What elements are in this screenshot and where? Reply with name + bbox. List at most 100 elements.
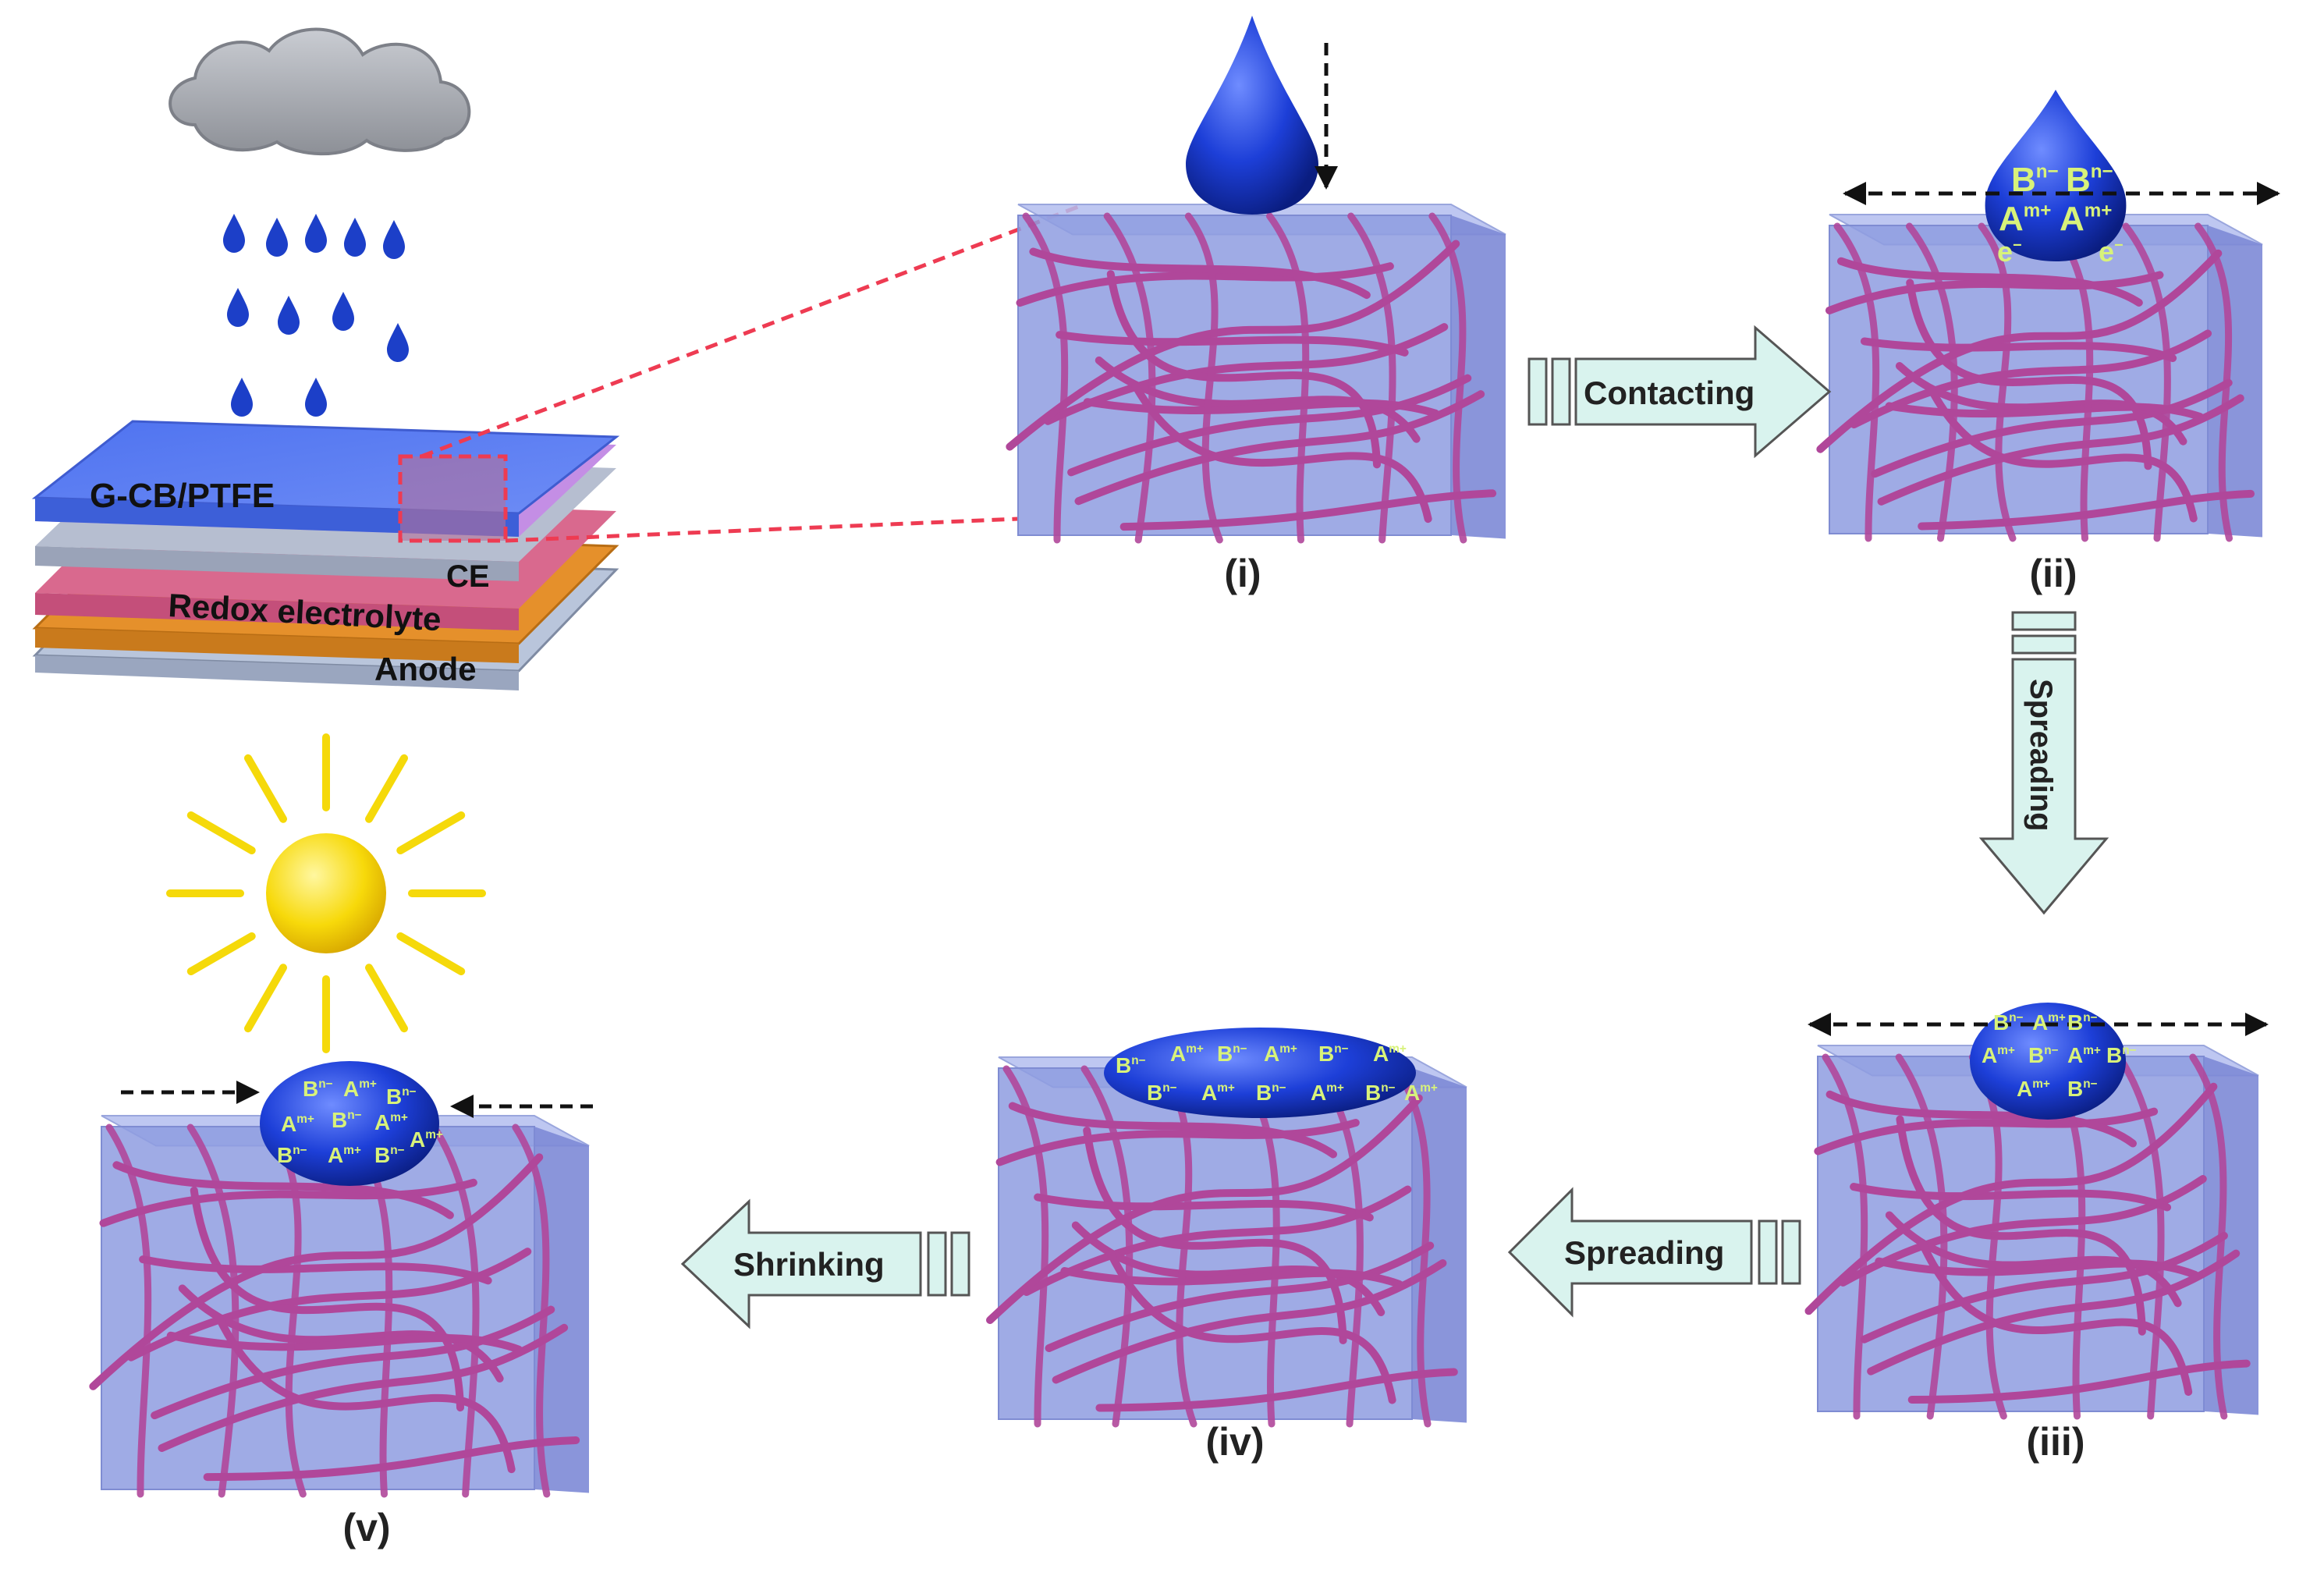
spreading-down-arrow bbox=[1978, 611, 2109, 915]
fiber bbox=[1266, 212, 1310, 544]
fiber bbox=[1895, 1053, 1948, 1420]
raindrop-icon bbox=[223, 214, 245, 253]
fiber bbox=[139, 1255, 492, 1285]
raindrop-icon bbox=[332, 292, 354, 331]
step-label-v: (v) bbox=[342, 1506, 390, 1549]
raindrop-icon bbox=[305, 378, 327, 417]
block-v bbox=[89, 1115, 590, 1498]
ion-label: Bn− bbox=[332, 1108, 362, 1132]
fiber bbox=[2189, 1053, 2228, 1420]
fiber bbox=[1428, 212, 1467, 544]
fiber bbox=[1907, 1359, 2251, 1404]
ion-label: Bn− bbox=[2028, 1043, 2059, 1067]
spreading-left-arrow bbox=[1507, 1187, 1801, 1318]
fiber bbox=[1833, 222, 1880, 542]
contacting-arrow bbox=[1527, 325, 1832, 459]
step-label-ii: (ii) bbox=[2029, 552, 2077, 595]
ion-label: Am+ bbox=[2060, 200, 2112, 238]
raindrop-icon bbox=[266, 218, 288, 257]
fiber bbox=[203, 1436, 580, 1482]
fiber bbox=[2122, 222, 2171, 542]
fiber bbox=[1885, 1211, 2182, 1308]
cloud bbox=[169, 27, 471, 156]
raindrops bbox=[223, 214, 409, 417]
fiber bbox=[1347, 212, 1396, 544]
fiber bbox=[1850, 1183, 2172, 1212]
fiber bbox=[1860, 337, 2177, 363]
fiber bbox=[1918, 489, 2255, 531]
fiber bbox=[1184, 212, 1223, 544]
sun-ray bbox=[186, 811, 256, 854]
fiber bbox=[1978, 222, 2017, 542]
shrinking-droplet-v bbox=[260, 1061, 439, 1186]
ion-label: Bn− bbox=[1993, 1010, 2024, 1035]
block-ii bbox=[1816, 214, 2263, 542]
step-label-iv: (iv) bbox=[1206, 1420, 1265, 1464]
spread-droplet-iv bbox=[1104, 1028, 1416, 1118]
device-stack bbox=[31, 420, 620, 690]
fiber bbox=[1103, 212, 1156, 544]
fiber bbox=[1056, 331, 1409, 357]
fiber bbox=[1867, 1249, 2241, 1376]
fiber bbox=[1074, 390, 1485, 506]
step-label-iii: (iii) bbox=[2027, 1420, 2085, 1464]
layer-ce-label: CE bbox=[446, 559, 490, 594]
fiber bbox=[1895, 362, 2187, 445]
fiber bbox=[215, 1313, 516, 1474]
fiber bbox=[1836, 257, 2143, 307]
contacting-droplet-ii bbox=[1985, 90, 2127, 261]
raindrop-icon bbox=[227, 288, 249, 327]
fiber bbox=[995, 1119, 1360, 1166]
fiber bbox=[1095, 1368, 1458, 1412]
spreading-left-label: Spreading bbox=[1564, 1234, 1724, 1271]
fiber bbox=[2116, 1053, 2165, 1420]
fiber bbox=[158, 1323, 569, 1452]
spreading-down-label: Spreading bbox=[2024, 679, 2058, 832]
fiber bbox=[1071, 1221, 1386, 1316]
step-label-i: (i) bbox=[1224, 552, 1261, 595]
fiber bbox=[1002, 1065, 1049, 1428]
sun-ray bbox=[396, 811, 466, 854]
zoom-line-bottom bbox=[505, 516, 1019, 543]
block-i bbox=[1006, 204, 1506, 544]
fiber bbox=[1008, 1102, 1337, 1159]
contacting-label: Contacting bbox=[1584, 375, 1755, 411]
raindrop-icon bbox=[344, 218, 366, 257]
block-iv bbox=[986, 1056, 1467, 1428]
fiber bbox=[2194, 222, 2233, 542]
fiber bbox=[186, 1124, 239, 1498]
raindrop-icon bbox=[305, 214, 327, 253]
ion-label: Bn− bbox=[1256, 1081, 1286, 1105]
shrinking-label: Shrinking bbox=[733, 1246, 885, 1283]
fiber bbox=[1095, 356, 1421, 443]
shrinking-arrow bbox=[680, 1198, 970, 1329]
fiber bbox=[1825, 1090, 2137, 1148]
fiber bbox=[1906, 222, 1958, 542]
raindrop-icon bbox=[231, 378, 253, 417]
raindrop-icon bbox=[387, 323, 409, 362]
sun-ray bbox=[244, 964, 287, 1033]
fiber bbox=[1822, 1053, 1868, 1420]
sun-ray bbox=[365, 964, 408, 1033]
ion-label: Bn− bbox=[1318, 1042, 1349, 1066]
sun-ray bbox=[365, 754, 408, 823]
layer-anode-label: Anode bbox=[374, 651, 477, 687]
fiber bbox=[1022, 212, 1069, 544]
fiber bbox=[2050, 222, 2094, 542]
sun-ray bbox=[186, 932, 256, 975]
fiber bbox=[105, 1124, 152, 1498]
fiber bbox=[1804, 1082, 2218, 1315]
fiber bbox=[1034, 1193, 1374, 1222]
fiber bbox=[1080, 1065, 1134, 1428]
fiber bbox=[99, 1178, 477, 1227]
block-iii bbox=[1804, 1045, 2259, 1420]
fiber bbox=[1131, 382, 1432, 524]
fiber bbox=[512, 1124, 551, 1498]
raindrop-icon bbox=[383, 220, 405, 259]
fiber bbox=[1393, 1065, 1432, 1428]
layer-top-label: G-CB/PTFE bbox=[90, 477, 275, 515]
fiber bbox=[1016, 262, 1394, 307]
falling-droplet-i bbox=[1186, 16, 1318, 215]
fiber bbox=[1816, 249, 2223, 453]
